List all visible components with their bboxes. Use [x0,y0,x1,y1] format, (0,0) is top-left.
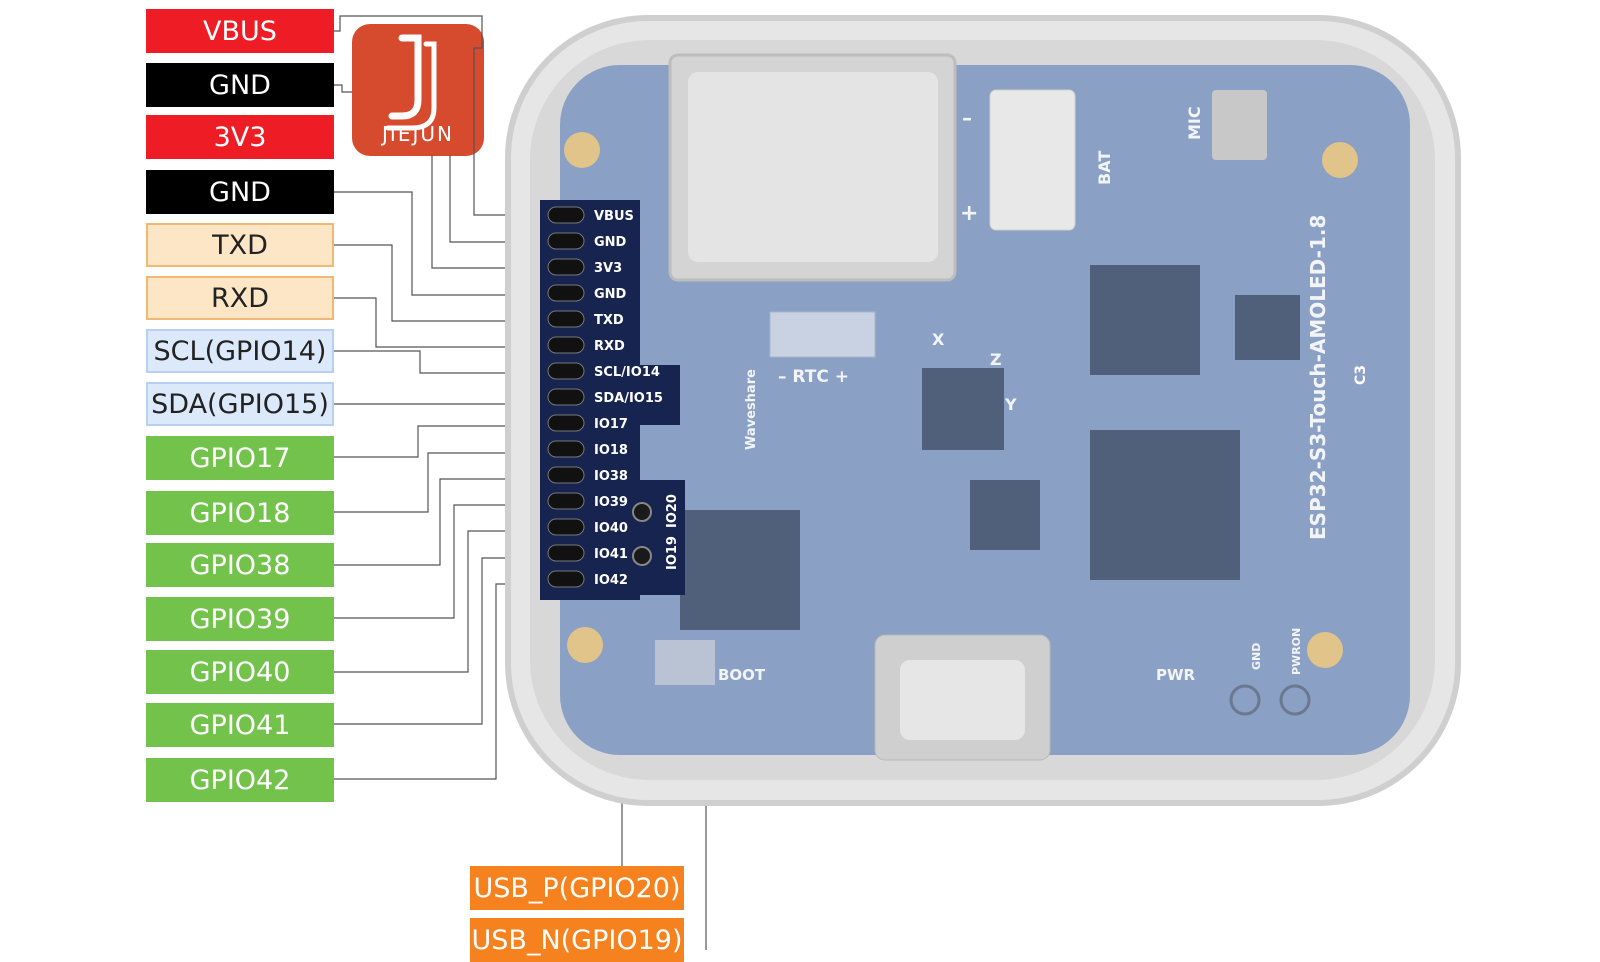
pin-sda: SDA/IO15 [594,391,663,406]
axis-z-text: Z [990,350,1002,369]
axis-x-text: X [932,330,945,349]
label-gpio41: GPIO41 [146,703,334,747]
wire-gpio18 [334,452,570,513]
label-txd: TXD [146,223,334,267]
label-sda: SDA(GPIO15) [146,382,334,426]
pin-io20: IO20 [665,494,680,528]
rtc-text: – RTC + [778,367,849,387]
wire-scl [334,350,570,374]
label-vbus: VBUS [146,9,334,53]
pin-gnd-2: GND [594,287,627,302]
wire-gnd-1 [334,84,352,93]
boot-text: BOOT [718,666,766,684]
bat-text: BAT [1095,151,1114,185]
mount-hole-bl [567,627,603,663]
pin-io40: IO40 [594,521,628,536]
bat-plus-text: + [960,201,978,226]
jiejun-logo: JIEJUN [352,24,484,156]
pin-io18: IO18 [594,443,628,458]
pin-gnd-1: GND [594,235,627,250]
label-gpio38: GPIO38 [146,543,334,587]
pin-vbus: VBUS [594,209,634,224]
pin-txd: TXD [594,313,624,328]
bat-minus-text: – [962,106,972,130]
gnd-text: GND [1250,643,1263,670]
brand-text: Waveshare [744,369,759,450]
pwron-text: PWRON [1290,628,1303,675]
pwr-text: PWR [1156,666,1196,684]
pin-rxd: RXD [594,339,625,354]
label-usb-p: USB_P(GPIO20) [470,866,684,910]
wire-vbus [334,15,570,216]
axis-y-text: Y [1004,395,1017,414]
label-gpio17: GPIO17 [146,436,334,480]
logo-mark-icon [385,34,437,131]
board-illustration: VBUS GND 3V3 GND TXD RXD SCL/IO14 SDA/IO… [505,15,1461,806]
label-gpio40: GPIO40 [146,650,334,694]
pin-3v3: 3V3 [594,261,622,276]
wire-gpio38 [334,478,570,566]
logo-text: JIEJUN [382,122,454,146]
label-gpio42: GPIO42 [146,758,334,802]
label-scl: SCL(GPIO14) [146,329,334,373]
mount-hole-tr [1322,142,1358,178]
board-model-text: ESP32-S3-Touch-AMOLED-1.8 [1306,215,1330,540]
wire-rxd [334,297,570,348]
mount-hole-br [1307,632,1343,668]
mount-hole-tl [564,132,600,168]
pin-io17: IO17 [594,417,628,432]
c3-text: C3 [1353,365,1369,385]
label-gpio18: GPIO18 [146,491,334,535]
wire-txd [334,244,570,322]
pin-io38: IO38 [594,469,628,484]
pin-io19: IO19 [665,536,680,570]
label-gnd-1: GND [146,63,334,107]
pin-io39: IO39 [594,495,628,510]
label-3v3: 3V3 [146,115,334,159]
pin-io42: IO42 [594,573,628,588]
wire-gnd-2 [334,191,570,296]
pin-io41: IO41 [594,547,628,562]
label-gnd-2: GND [146,170,334,214]
mic-text: MIC [1185,106,1204,140]
pin-scl: SCL/IO14 [594,365,660,380]
label-gpio39: GPIO39 [146,597,334,641]
wire-gpio17 [334,425,570,458]
esp32-board: VBUS GND 3V3 GND TXD RXD SCL/IO14 SDA/IO… [500,10,1470,814]
label-rxd: RXD [146,276,334,320]
